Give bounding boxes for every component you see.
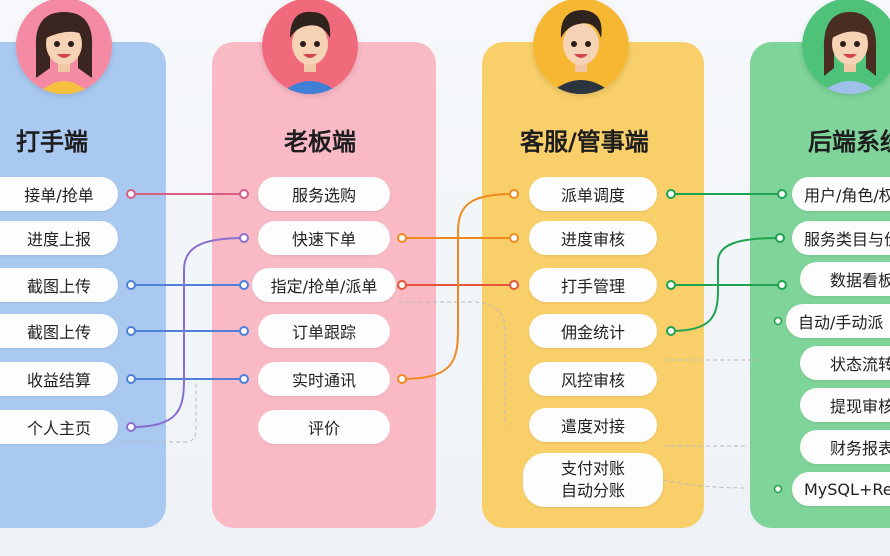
link-node <box>239 374 249 384</box>
item-dispatch-scheduling[interactable]: 派单调度 <box>529 177 657 211</box>
item-worker-management[interactable]: 打手管理 <box>529 268 657 302</box>
item-screenshot-upload-2[interactable]: 截图上传 <box>0 314 118 348</box>
link-node <box>239 326 249 336</box>
link-node <box>777 189 787 199</box>
link-node <box>777 280 787 290</box>
item-service-purchase[interactable]: 服务选购 <box>258 177 390 211</box>
link-node <box>666 280 676 290</box>
item-risk-review[interactable]: 风控审核 <box>529 362 657 396</box>
link-node <box>666 326 676 336</box>
link-node <box>773 316 783 326</box>
link-commission-category <box>670 237 781 332</box>
link-node <box>126 374 136 384</box>
item-payment-reconcile-line2: 自动分账 <box>560 481 625 500</box>
item-data-dashboard[interactable]: 数据看板 <box>800 262 890 296</box>
item-quick-order[interactable]: 快速下单 <box>258 221 390 255</box>
link-profile-quickorder <box>130 237 245 428</box>
item-financial-report[interactable]: 财务报表 <box>800 430 890 464</box>
item-order-tracking[interactable]: 订单跟踪 <box>258 314 390 348</box>
item-payment-reconcile[interactable]: 支付对账 自动分账 <box>523 453 663 507</box>
item-service-category[interactable]: 服务类目与价 <box>792 221 890 255</box>
item-review[interactable]: 评价 <box>258 410 390 444</box>
link-node <box>239 280 249 290</box>
link-node <box>666 189 676 199</box>
link-chat-dispatch <box>401 193 515 380</box>
link-node <box>126 280 136 290</box>
item-personal-home[interactable]: 个人主页 <box>0 410 118 444</box>
woman-avatar <box>802 0 890 94</box>
column-title-worker: 打手端 <box>16 128 88 156</box>
link-node <box>397 280 407 290</box>
link-node <box>509 233 519 243</box>
item-income-settlement[interactable]: 收益结算 <box>0 362 118 396</box>
link-node <box>239 189 249 199</box>
item-status-flow[interactable]: 状态流转 <box>800 346 890 380</box>
item-payment-reconcile-line1: 支付对账 <box>560 459 625 478</box>
item-live-chat[interactable]: 实时通讯 <box>258 362 390 396</box>
column-title-boss: 老板端 <box>284 128 356 156</box>
item-assign-dispatch[interactable]: 指定/抢单/派单 <box>252 268 396 302</box>
item-user-role[interactable]: 用户/角色/权 <box>792 177 890 211</box>
item-auto-manual-dispatch[interactable]: 自动/手动派 <box>786 304 890 338</box>
item-screenshot-upload[interactable]: 截图上传 <box>0 268 118 302</box>
link-node <box>126 422 136 432</box>
column-title-backend: 后端系统 <box>808 128 890 156</box>
column-title-service: 客服/管事端 <box>520 128 649 156</box>
item-commission-stats[interactable]: 佣金统计 <box>529 314 657 348</box>
item-withdraw-review[interactable]: 提现审核 <box>800 388 890 422</box>
boy-avatar <box>262 0 358 94</box>
item-mysql-redis[interactable]: MySQL+Redis <box>792 472 890 506</box>
link-node <box>126 189 136 199</box>
link-node <box>126 326 136 336</box>
link-node <box>397 374 407 384</box>
link-node <box>509 189 519 199</box>
young-man-avatar <box>533 0 629 94</box>
link-node <box>775 233 785 243</box>
item-progress-review[interactable]: 进度审核 <box>529 221 657 255</box>
item-progress-report[interactable]: 进度上报 <box>0 221 118 255</box>
link-node <box>239 233 249 243</box>
item-accept-order[interactable]: 接单/抢单 <box>0 177 118 211</box>
link-node <box>397 233 407 243</box>
item-dispatch-docking[interactable]: 遣度对接 <box>529 408 657 442</box>
girl-avatar <box>16 0 112 94</box>
link-node <box>773 484 783 494</box>
link-node <box>509 280 519 290</box>
